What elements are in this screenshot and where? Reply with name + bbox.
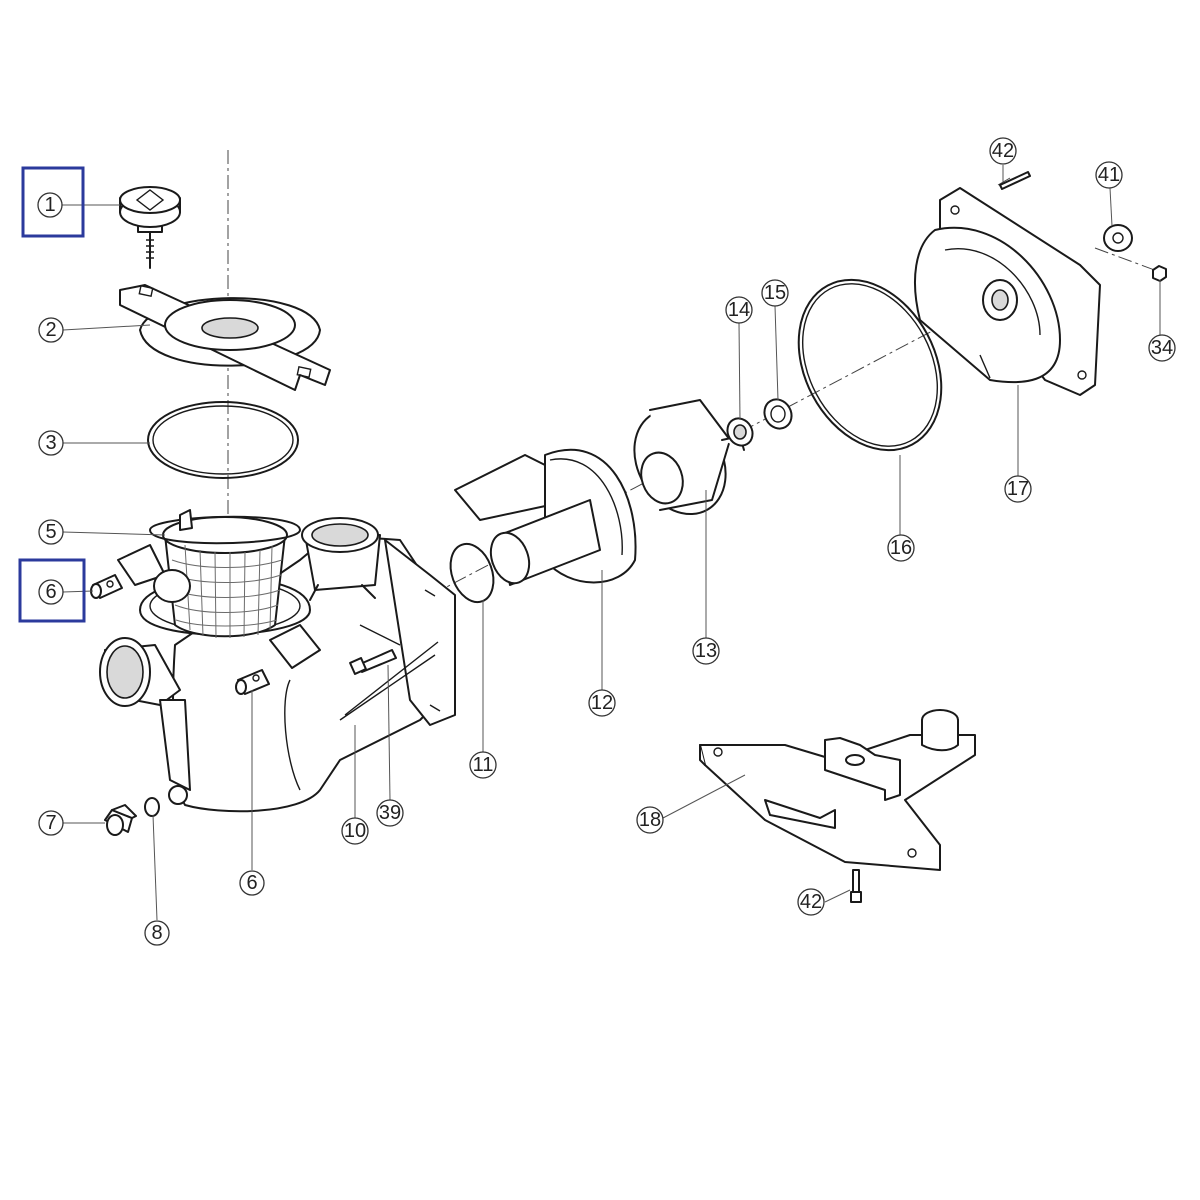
svg-text:14: 14 bbox=[728, 299, 750, 321]
part-15-seal bbox=[763, 398, 793, 430]
callout-18[interactable]: 18 bbox=[636, 806, 664, 834]
svg-text:2: 2 bbox=[45, 319, 56, 341]
callout-12[interactable]: 12 bbox=[588, 689, 616, 717]
part-8-o-ring bbox=[144, 797, 160, 817]
callout-17[interactable]: 17 bbox=[1004, 475, 1032, 503]
callout-5[interactable]: 5 bbox=[38, 519, 64, 545]
callout-6-left[interactable]: 6 bbox=[38, 579, 64, 605]
part-42-bolt-top bbox=[999, 171, 1031, 190]
part-17-seal-plate bbox=[914, 187, 1101, 396]
callout-13[interactable]: 13 bbox=[692, 637, 720, 665]
svg-text:12: 12 bbox=[591, 692, 613, 714]
callout-42-bottom[interactable]: 42 bbox=[797, 888, 825, 916]
svg-text:16: 16 bbox=[890, 537, 912, 559]
svg-text:17: 17 bbox=[1007, 478, 1029, 500]
callout-16[interactable]: 16 bbox=[887, 534, 915, 562]
svg-text:6: 6 bbox=[45, 581, 56, 603]
part-10-pump-housing bbox=[99, 509, 456, 813]
callout-2[interactable]: 2 bbox=[38, 317, 64, 343]
part-34-nut bbox=[1152, 265, 1167, 282]
part-41-washer bbox=[1103, 224, 1133, 252]
svg-text:3: 3 bbox=[45, 432, 56, 454]
part-11-o-ring bbox=[449, 542, 495, 604]
part-16-large-o-ring bbox=[797, 278, 943, 452]
part-39-screw bbox=[349, 649, 397, 675]
svg-text:42: 42 bbox=[992, 140, 1014, 162]
svg-text:8: 8 bbox=[151, 922, 162, 944]
callout-6-bottom[interactable]: 6 bbox=[239, 870, 265, 896]
callout-15[interactable]: 15 bbox=[761, 279, 789, 307]
part-18-motor-base bbox=[699, 709, 976, 871]
highlight-box-part-1 bbox=[21, 166, 85, 238]
part-2-clamp-lid bbox=[119, 284, 331, 391]
svg-text:39: 39 bbox=[379, 802, 401, 824]
highlight-box-part-6 bbox=[18, 558, 86, 623]
callout-39[interactable]: 39 bbox=[376, 799, 404, 827]
part-42-bolt-bottom bbox=[850, 869, 862, 903]
part-7-drain-plug bbox=[104, 804, 137, 836]
callout-11[interactable]: 11 bbox=[469, 751, 497, 779]
callout-14[interactable]: 14 bbox=[725, 296, 753, 324]
svg-text:7: 7 bbox=[45, 812, 56, 834]
part-13-impeller bbox=[633, 399, 745, 516]
svg-text:15: 15 bbox=[764, 282, 786, 304]
callout-41[interactable]: 41 bbox=[1095, 161, 1123, 189]
callout-1[interactable]: 1 bbox=[37, 192, 63, 218]
callout-10[interactable]: 10 bbox=[341, 817, 369, 845]
svg-text:41: 41 bbox=[1098, 164, 1120, 186]
svg-text:5: 5 bbox=[45, 521, 56, 543]
callout-34[interactable]: 34 bbox=[1148, 334, 1176, 362]
svg-text:6: 6 bbox=[246, 872, 257, 894]
svg-text:1: 1 bbox=[44, 194, 55, 216]
leader-lines bbox=[62, 165, 1161, 921]
part-1-knob bbox=[119, 186, 181, 269]
svg-text:13: 13 bbox=[695, 640, 717, 662]
svg-text:42: 42 bbox=[800, 891, 822, 913]
callout-7[interactable]: 7 bbox=[38, 810, 64, 836]
svg-text:18: 18 bbox=[639, 809, 661, 831]
part-6-pin-left bbox=[90, 574, 123, 599]
svg-text:34: 34 bbox=[1151, 337, 1173, 359]
svg-text:10: 10 bbox=[344, 820, 366, 842]
callout-3[interactable]: 3 bbox=[38, 430, 64, 456]
part-3-o-ring bbox=[147, 401, 299, 479]
callout-42-top[interactable]: 42 bbox=[989, 137, 1017, 165]
callout-8[interactable]: 8 bbox=[144, 920, 170, 946]
part-12-diffuser bbox=[454, 448, 637, 586]
part-6-pin-right bbox=[235, 669, 270, 695]
part-14-seal bbox=[726, 417, 754, 447]
svg-text:11: 11 bbox=[473, 754, 494, 776]
